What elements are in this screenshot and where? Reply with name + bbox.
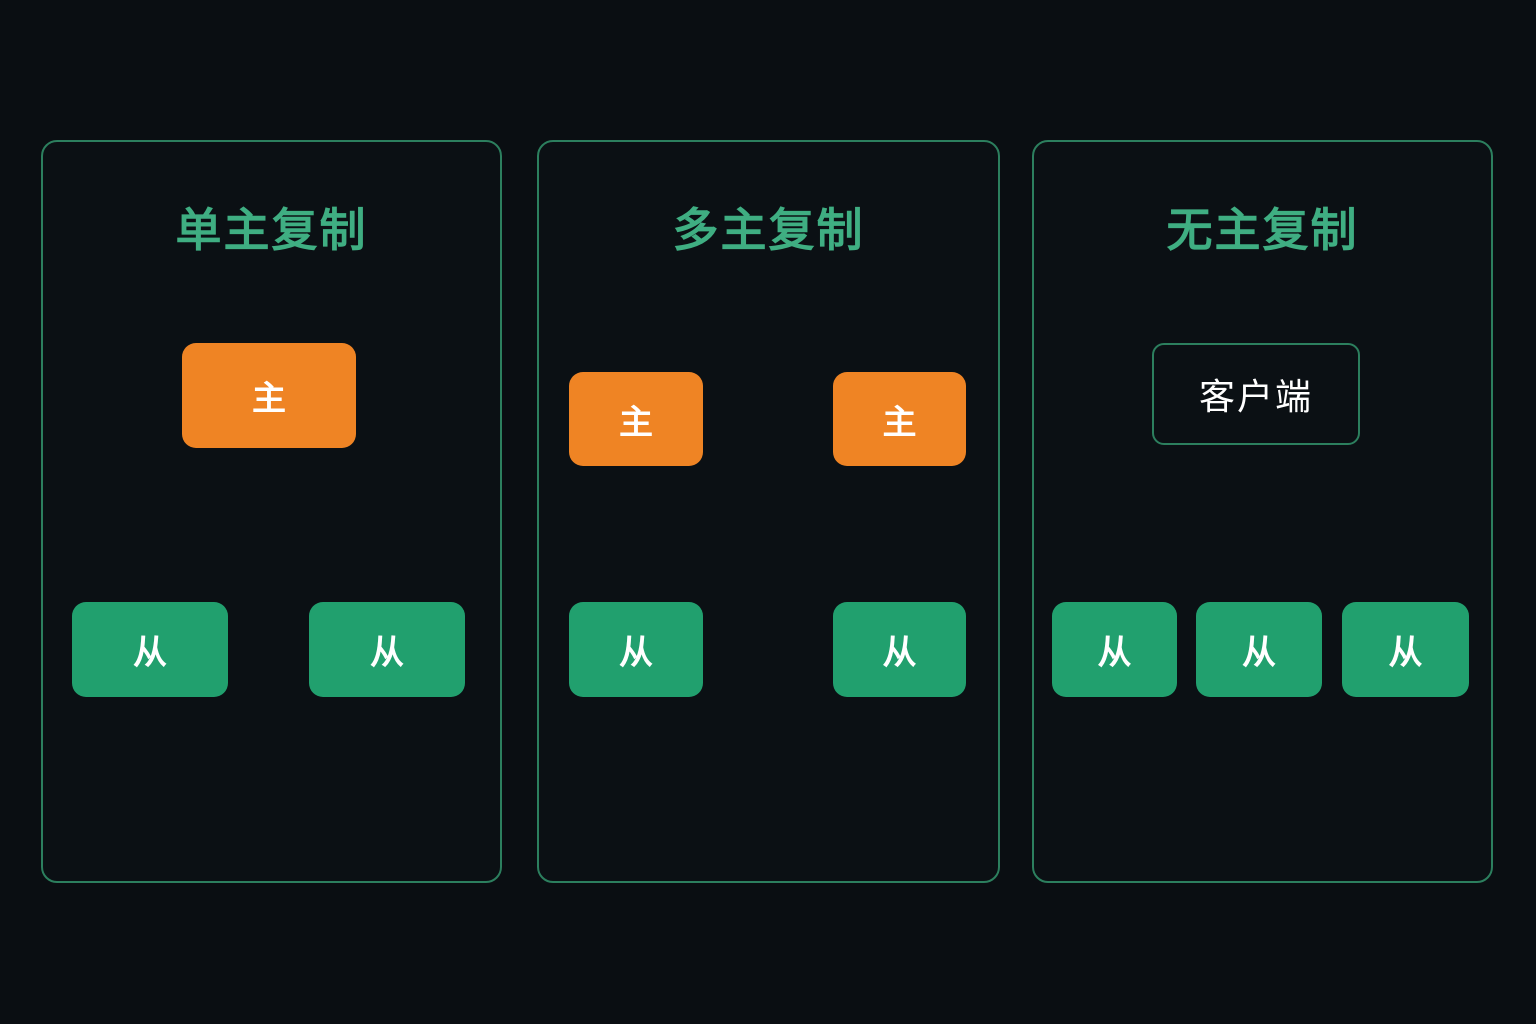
replica-node: 从 <box>833 602 966 697</box>
replica-node: 从 <box>1196 602 1322 697</box>
replica-node: 从 <box>309 602 465 697</box>
leaderless-panel: 无主复制 <box>1032 140 1493 883</box>
replica-node: 从 <box>72 602 228 697</box>
replica-node: 从 <box>569 602 703 697</box>
single-leader-panel: 单主复制 <box>41 140 502 883</box>
replica-node: 从 <box>1342 602 1469 697</box>
primary-node: 主 <box>182 343 356 448</box>
multi-leader-panel: 多主复制 <box>537 140 1000 883</box>
panel-title: 无主复制 <box>1166 203 1359 257</box>
primary-node: 主 <box>833 372 966 466</box>
client-node: 客户端 <box>1152 343 1360 445</box>
primary-node: 主 <box>569 372 703 466</box>
panel-title: 单主复制 <box>175 203 368 257</box>
replica-node: 从 <box>1052 602 1177 697</box>
panel-title: 多主复制 <box>672 203 865 257</box>
